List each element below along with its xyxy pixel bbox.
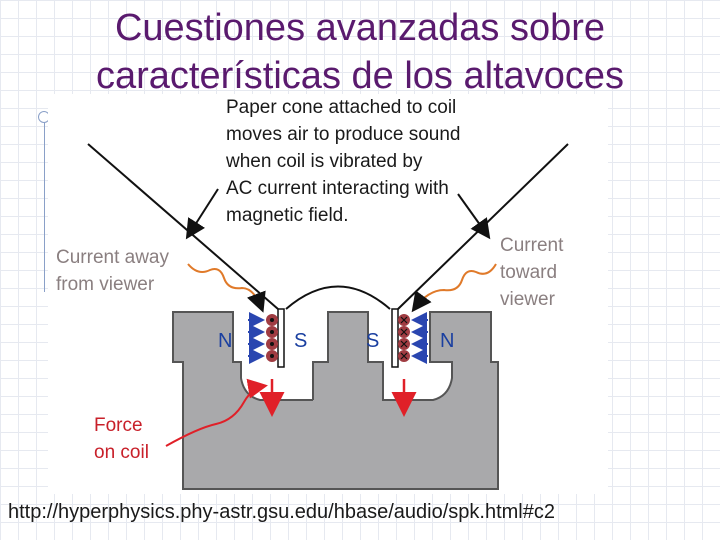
current-toward-line-1: Current bbox=[500, 235, 564, 256]
pole-right-outer-n: N bbox=[440, 330, 455, 352]
coil-former-right bbox=[391, 308, 399, 368]
field-arrows-right bbox=[411, 312, 428, 364]
pole-left-outer-n: N bbox=[218, 330, 233, 352]
force-on-coil-line-1: Force bbox=[94, 415, 143, 436]
current-toward-leader bbox=[411, 263, 497, 313]
source-url-link[interactable]: http://hyperphysics.phy-astr.gsu.edu/hba… bbox=[8, 501, 555, 523]
field-arrows-left bbox=[248, 312, 265, 364]
current-toward-line-3: viewer bbox=[500, 289, 555, 310]
current-away-line-2: from viewer bbox=[56, 274, 155, 295]
cone-description-label: Paper cone attached to coil moves air to… bbox=[226, 94, 460, 229]
pole-right-inner-s: S bbox=[366, 330, 380, 352]
current-toward-label: Current toward viewer bbox=[500, 232, 563, 313]
slide-title-line-1: Cuestiones avanzadas sobre bbox=[114, 7, 606, 49]
cone-leader-right bbox=[457, 193, 491, 240]
cone-leader-left bbox=[185, 188, 219, 240]
current-away-label: Current away from viewer bbox=[56, 244, 169, 298]
force-on-coil-label: Force on coil bbox=[94, 412, 149, 466]
pole-left-inner-s: S bbox=[294, 330, 308, 352]
magnet-inner-gap-left bbox=[313, 400, 328, 429]
decorative-rule-vertical bbox=[44, 117, 45, 292]
current-away-line-1: Current away bbox=[56, 247, 169, 268]
coil-windings-left bbox=[266, 314, 278, 362]
cone-left-side bbox=[87, 143, 279, 310]
cone-description-line-4: AC current interacting with bbox=[226, 178, 449, 199]
cone-description-line-1: Paper cone attached to coil bbox=[226, 97, 457, 118]
current-away-leader bbox=[187, 263, 266, 313]
magnet-body bbox=[172, 311, 499, 490]
slide-title: Cuestiones avanzadas sobre característic… bbox=[60, 4, 660, 100]
coil-windings-right bbox=[398, 314, 410, 362]
dust-cap bbox=[285, 285, 391, 310]
force-on-coil-line-2: on coil bbox=[94, 442, 149, 463]
coil-former-left bbox=[277, 308, 285, 368]
cone-description-line-2: moves air to produce sound bbox=[226, 124, 461, 145]
slide-title-line-2: características de los altavoces bbox=[95, 55, 624, 97]
speaker-diagram-svg bbox=[87, 143, 569, 490]
cone-description-line-5: magnetic field. bbox=[226, 205, 349, 226]
speaker-diagram: Paper cone attached to coil moves air to… bbox=[48, 94, 608, 494]
cone-description-line-3: when coil is vibrated by bbox=[226, 151, 423, 172]
current-toward-line-2: toward bbox=[500, 262, 558, 283]
force-leader bbox=[165, 378, 268, 447]
